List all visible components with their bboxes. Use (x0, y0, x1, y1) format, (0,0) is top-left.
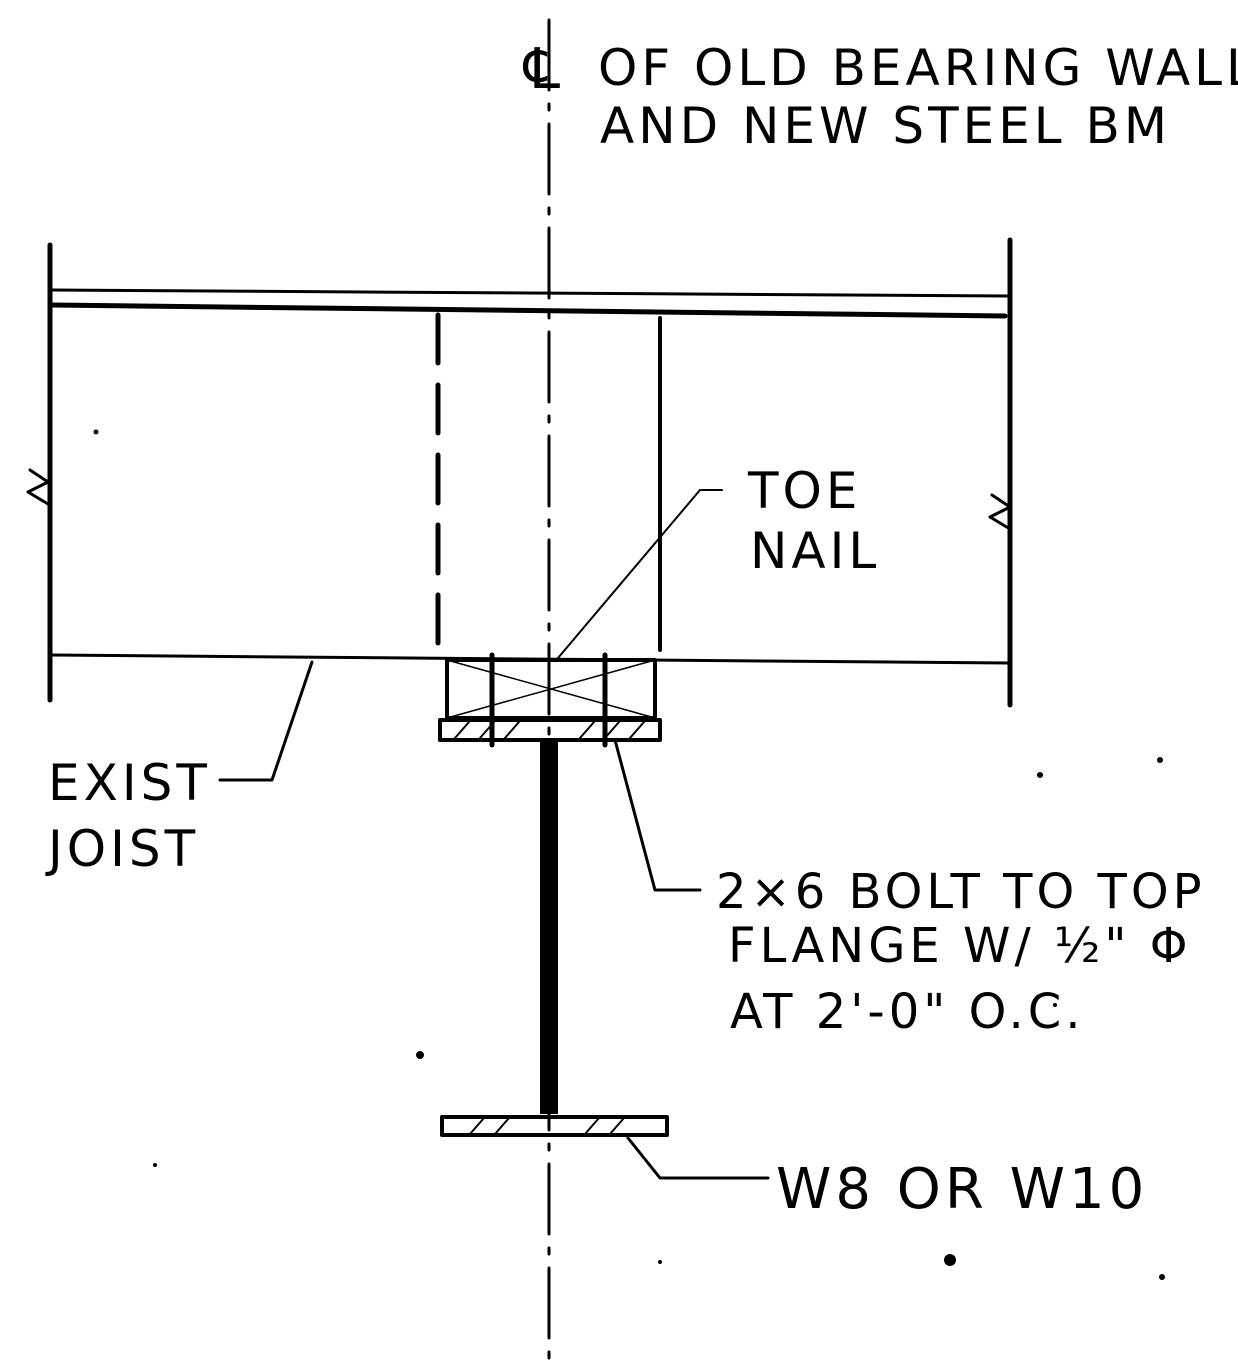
centerline-symbol: ℄ (522, 37, 564, 102)
two-by-six-block (445, 658, 657, 720)
bolts (489, 652, 608, 748)
bolt-label-line2: FLANGE W/ ½" Φ (728, 918, 1192, 974)
toe-nail-label-line1: TOE (747, 462, 862, 520)
toe-nail-label-line2: NAIL (750, 522, 880, 580)
leader-lines (218, 489, 770, 1180)
centerline-label-line1: OF OLD BEARING WALL (598, 39, 1238, 97)
bolt-label-line1: 2×6 BOLT TO TOP (716, 864, 1206, 920)
centerline-label-line2: AND NEW STEEL BM (600, 97, 1171, 155)
joist-label-line2: JOIST (45, 820, 199, 878)
stray-marks (93, 429, 1165, 1280)
beam-size-label: W8 OR W10 (776, 1157, 1148, 1222)
steel-i-beam (438, 718, 669, 1137)
existing-joist (26, 237, 1013, 708)
bolt-label-line3: AT 2'-0" O.C. (730, 984, 1084, 1040)
joist-label-line1: EXIST (48, 754, 211, 812)
